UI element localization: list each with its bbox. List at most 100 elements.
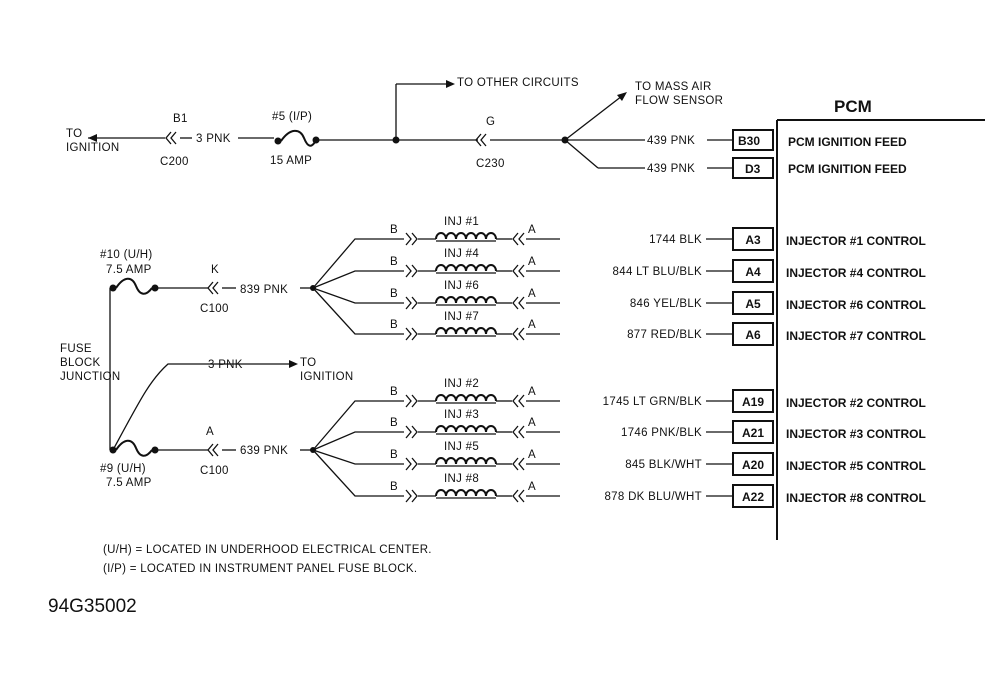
arrow-right-icon <box>289 360 298 368</box>
fuse5-terminal-a <box>274 137 282 145</box>
pin-a-label: A <box>528 386 536 398</box>
fuse10-terminal-b <box>151 284 159 292</box>
pin-function: INJECTOR #7 CONTROL <box>786 329 926 343</box>
connector-icon <box>512 489 525 503</box>
pin-b-label: B <box>390 481 398 493</box>
fuse-icon <box>115 439 153 457</box>
pin-label: D3 <box>745 162 761 176</box>
injector-label: INJ #8 <box>444 473 479 485</box>
pin-b-label: B <box>390 386 398 398</box>
fuse-icon <box>115 277 153 295</box>
three-pnk-label: 3 PNK <box>208 359 243 371</box>
injector-coil-icon <box>435 327 497 335</box>
connector-c200-icon <box>165 131 177 145</box>
note-uh: (U/H) = LOCATED IN UNDERHOOD ELECTRICAL … <box>103 544 432 556</box>
connector-icon <box>405 232 418 246</box>
pin-a-label: A <box>528 256 536 268</box>
connector-icon <box>512 232 525 246</box>
pin-box <box>732 291 774 315</box>
injector-coil-icon <box>435 232 497 240</box>
wire-label: 1745 LT GRN/BLK <box>603 396 702 408</box>
injector-label: INJ #1 <box>444 216 479 228</box>
fuse9-amp-label: 7.5 AMP <box>106 477 152 489</box>
pin-box <box>732 484 774 508</box>
a-label: A <box>206 426 214 438</box>
fuse5-terminal-b <box>312 136 320 144</box>
c100-top-label: C100 <box>200 303 229 315</box>
pin-label: A5 <box>745 297 761 311</box>
pin-a-label: A <box>528 319 536 331</box>
fan-wire <box>312 431 404 451</box>
pin-box <box>732 157 774 179</box>
pin-label: A19 <box>742 395 764 409</box>
connector-icon <box>405 327 418 341</box>
fan-wire <box>312 400 404 451</box>
pin-label: A22 <box>742 490 764 504</box>
pin-a-label: A <box>528 449 536 461</box>
injector-label: INJ #3 <box>444 409 479 421</box>
pin-box <box>732 322 774 346</box>
pin-function: PCM IGNITION FEED <box>788 135 907 149</box>
pin-b-label: B <box>390 288 398 300</box>
injector-label: INJ #7 <box>444 311 479 323</box>
pin-label: A3 <box>745 233 761 247</box>
fan-wire <box>312 449 404 465</box>
injector-label: INJ #2 <box>444 378 479 390</box>
pin-b-label: B <box>390 417 398 429</box>
pin-label: A20 <box>742 458 764 472</box>
wire-label: 845 BLK/WHT <box>625 459 702 471</box>
pin-function: INJECTOR #6 CONTROL <box>786 298 926 312</box>
pcm-title: PCM <box>834 97 872 116</box>
pin-function: INJECTOR #5 CONTROL <box>786 459 926 473</box>
pin-label: A6 <box>745 328 761 342</box>
fuse9-terminal-b <box>151 446 159 454</box>
wire-3pnk-label: 3 PNK <box>196 133 231 145</box>
c200-label: C200 <box>160 156 189 168</box>
b1-label: B1 <box>173 113 188 125</box>
injector-coil-icon <box>435 457 497 465</box>
fuse5-amp-label: 15 AMP <box>270 155 312 167</box>
fan-wire <box>312 270 404 289</box>
connector-icon <box>512 425 525 439</box>
injector-coil-icon <box>435 264 497 272</box>
pin-b-label: B <box>390 319 398 331</box>
pin-b-label: B <box>390 224 398 236</box>
injector-coil-icon <box>435 489 497 497</box>
wire-label: 1746 PNK/BLK <box>621 427 702 439</box>
pcm-feed-pin: D3 PCM IGNITION FEED <box>732 157 907 179</box>
g-label: G <box>486 116 495 128</box>
wire-839-label: 839 PNK <box>240 284 288 296</box>
fan-wire <box>312 287 404 335</box>
pin-label: A21 <box>742 426 764 440</box>
fan-wire <box>312 449 404 497</box>
pin-box <box>732 129 774 151</box>
wire-label: 1744 BLK <box>649 234 702 246</box>
wire-3pnk-branch <box>112 363 290 451</box>
connector-icon <box>405 489 418 503</box>
pin-box <box>732 227 774 251</box>
connector-icon <box>405 264 418 278</box>
wire-639-label: 639 PNK <box>240 445 288 457</box>
fan-wire <box>312 238 404 289</box>
pin-function: INJECTOR #8 CONTROL <box>786 491 926 505</box>
pin-box <box>732 259 774 283</box>
pin-function: PCM IGNITION FEED <box>788 162 907 176</box>
arrow-right-icon <box>446 80 455 88</box>
fuse-icon <box>280 129 317 147</box>
connector-icon <box>512 327 525 341</box>
pin-box <box>732 389 774 413</box>
pin-box <box>732 452 774 476</box>
